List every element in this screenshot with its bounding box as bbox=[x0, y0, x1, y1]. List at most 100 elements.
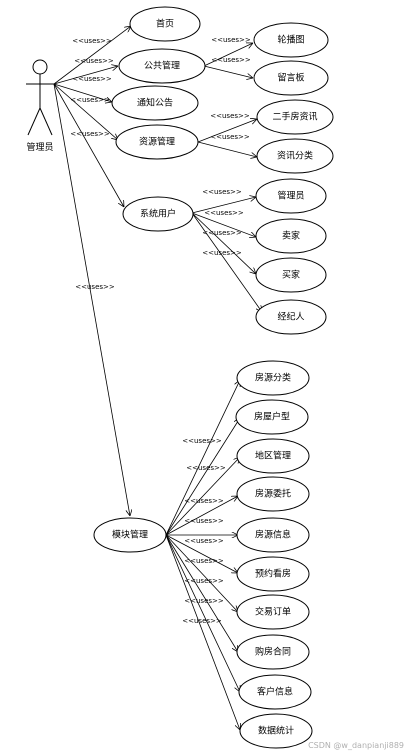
public-mgmt-edges: <<uses>> <<uses>> bbox=[203, 36, 253, 78]
edge-actor-resource bbox=[53, 83, 118, 140]
actor-label: 管理员 bbox=[26, 141, 53, 153]
edge-mod-10 bbox=[165, 534, 240, 730]
use-case-resource-mgmt-label: 资源管理 bbox=[139, 136, 175, 148]
use-case-house-type-label: 房屋户型 bbox=[254, 411, 290, 423]
stereo-sys-admin: <<uses>> bbox=[202, 188, 242, 196]
use-case-area-mgmt: 地区管理 bbox=[236, 438, 310, 474]
stereo-mod-7: <<uses>> bbox=[184, 577, 224, 585]
edge-actor-home bbox=[53, 26, 131, 85]
stereo-sys-seller: <<uses>> bbox=[204, 209, 244, 217]
use-case-seller: 卖家 bbox=[255, 218, 327, 254]
edge-res-info bbox=[197, 119, 257, 143]
edge-mod-6 bbox=[165, 534, 238, 573]
use-case-carousel-label: 轮播图 bbox=[277, 34, 304, 46]
stereo-home: <<uses>> bbox=[72, 37, 112, 45]
use-case-trade-order: 交易订单 bbox=[236, 594, 310, 630]
use-case-admin: 管理员 bbox=[255, 178, 327, 214]
stereo-mod-6: <<uses>> bbox=[184, 557, 224, 565]
edge-sys-seller bbox=[191, 212, 256, 237]
actor-associations: <<uses>> <<uses>> <<uses>> <<uses>> <<us… bbox=[53, 26, 131, 516]
edge-actor-sysusers bbox=[53, 83, 124, 207]
use-case-listing-entrust: 房源委托 bbox=[236, 476, 310, 512]
use-case-seller-label: 卖家 bbox=[282, 230, 300, 242]
use-case-viewing-appointment: 预约看房 bbox=[236, 556, 310, 592]
edge-mod-1 bbox=[165, 380, 240, 536]
stereo-sys-agent: <<uses>> bbox=[202, 249, 242, 257]
use-case-notice: 通知公告 bbox=[111, 85, 199, 121]
actor-left-leg bbox=[27, 107, 41, 136]
edge-mod-2 bbox=[165, 418, 240, 536]
stereo-res-info: <<uses>> bbox=[210, 112, 250, 120]
use-case-listing-category-label: 房源分类 bbox=[255, 372, 291, 384]
use-case-guestbook-label: 留言板 bbox=[277, 72, 304, 84]
stereo-mod-2: <<uses>> bbox=[186, 464, 226, 472]
stereo-carousel: <<uses>> bbox=[211, 36, 251, 44]
edge-actor-notice bbox=[53, 83, 112, 102]
use-case-purchase-contract: 购房合同 bbox=[236, 634, 310, 670]
use-case-module-mgmt-label: 模块管理 bbox=[112, 529, 148, 541]
stereo-sys-buyer: <<uses>> bbox=[202, 229, 242, 237]
edge-public-carousel bbox=[203, 43, 253, 67]
use-case-data-stats-label: 数据统计 bbox=[258, 725, 294, 737]
edge-res-category bbox=[197, 141, 257, 157]
stereo-mod-8: <<uses>> bbox=[184, 597, 224, 605]
stereo-res-category: <<uses>> bbox=[210, 133, 250, 141]
use-case-agent-label: 经纪人 bbox=[277, 311, 304, 323]
edge-sys-agent bbox=[191, 212, 262, 312]
edge-sys-admin bbox=[191, 197, 256, 214]
use-case-public-mgmt: 公共管理 bbox=[118, 48, 206, 84]
use-case-info-category: 资讯分类 bbox=[256, 138, 334, 174]
edge-mod-7 bbox=[165, 534, 238, 612]
actor-head bbox=[32, 59, 48, 75]
edge-actor-module bbox=[53, 83, 130, 516]
use-case-agent: 经纪人 bbox=[255, 299, 327, 335]
edge-public-guestbook bbox=[203, 65, 253, 78]
use-case-second-hand-info: 二手房资讯 bbox=[256, 99, 334, 135]
use-case-home-label: 首页 bbox=[156, 18, 174, 30]
edge-mod-3 bbox=[165, 457, 240, 536]
use-case-customer-info: 客户信息 bbox=[238, 674, 312, 710]
use-case-carousel: 轮播图 bbox=[253, 22, 329, 58]
use-case-house-type: 房屋户型 bbox=[235, 399, 309, 435]
use-case-purchase-contract-label: 购房合同 bbox=[255, 646, 291, 658]
use-case-resource-mgmt: 资源管理 bbox=[115, 124, 199, 160]
use-case-system-users: 系统用户 bbox=[122, 196, 194, 232]
use-case-module-mgmt: 模块管理 bbox=[93, 517, 167, 553]
use-case-buyer-label: 买家 bbox=[282, 269, 300, 281]
actor-right-leg bbox=[39, 107, 53, 136]
stereo-mod-3: <<uses>> bbox=[184, 497, 224, 505]
stereo-mod-9: <<uses>> bbox=[182, 617, 222, 625]
use-case-listing-info-label: 房源信息 bbox=[255, 529, 291, 541]
use-case-notice-label: 通知公告 bbox=[137, 97, 173, 109]
resource-mgmt-edges: <<uses>> <<uses>> bbox=[197, 112, 257, 157]
use-case-viewing-appointment-label: 预约看房 bbox=[255, 568, 291, 580]
edge-mod-8 bbox=[165, 534, 238, 652]
use-case-listing-category: 房源分类 bbox=[236, 360, 310, 396]
edge-mod-9 bbox=[165, 534, 240, 692]
use-case-listing-entrust-label: 房源委托 bbox=[255, 488, 291, 500]
stereo-public: <<uses>> bbox=[74, 57, 114, 65]
use-case-customer-info-label: 客户信息 bbox=[257, 686, 293, 698]
stereo-module: <<uses>> bbox=[75, 283, 115, 291]
stereo-resource: <<uses>> bbox=[70, 130, 110, 138]
stereo-mod-5: <<uses>> bbox=[184, 537, 224, 545]
actor-admin: 管理员 bbox=[26, 59, 54, 153]
use-case-buyer: 买家 bbox=[255, 257, 327, 293]
stereo-mod-4: <<uses>> bbox=[184, 517, 224, 525]
sys-users-edges: <<uses>> <<uses>> <<uses>> <<uses>> bbox=[191, 188, 262, 312]
use-case-admin-label: 管理员 bbox=[277, 190, 304, 202]
use-case-home: 首页 bbox=[129, 6, 201, 42]
edge-sys-buyer bbox=[191, 212, 256, 274]
edge-mod-4 bbox=[165, 496, 238, 536]
edge-actor-public bbox=[53, 66, 118, 85]
watermark: CSDN @w_danpianji889 bbox=[308, 741, 404, 750]
use-case-trade-order-label: 交易订单 bbox=[255, 606, 291, 618]
use-case-info-category-label: 资讯分类 bbox=[277, 150, 313, 162]
stereo-mod-1: <<uses>> bbox=[182, 437, 222, 445]
module-mgmt-edges: <<uses>> <<uses>> <<uses>> <<uses>> <<us… bbox=[165, 380, 240, 730]
use-case-guestbook: 留言板 bbox=[253, 60, 329, 96]
stereo-public-2: <<uses>> bbox=[72, 75, 112, 83]
use-case-area-mgmt-label: 地区管理 bbox=[255, 450, 291, 462]
stereo-notice: <<uses>> bbox=[70, 96, 110, 104]
